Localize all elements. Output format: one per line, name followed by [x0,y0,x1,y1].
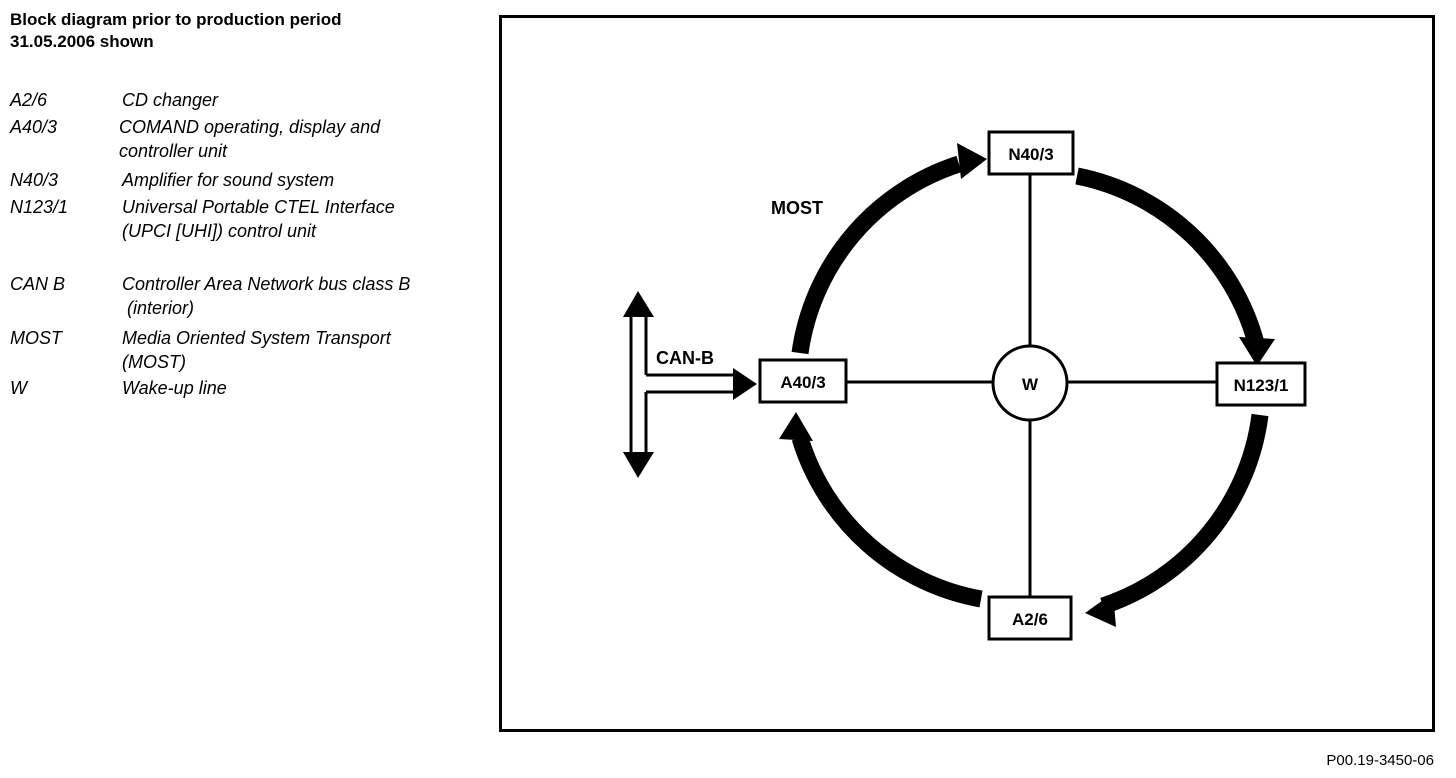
node-label-w: W [1022,375,1039,394]
legend-definition: CD changer [122,88,502,112]
legend-definition: Amplifier for sound system [122,168,502,192]
can-b-bus [623,291,757,478]
legend-definition: Controller Area Network bus class B (int… [122,272,502,320]
diagram-title: Block diagram prior to production period… [10,9,342,53]
legend-term: N123/1 [10,197,69,217]
wake-up-node-circle [991,344,1069,422]
title-line-1: Block diagram prior to production period [10,10,342,29]
legend-definition: Universal Portable CTEL Interface (UPCI … [122,195,502,243]
node-label-a2-6: A2/6 [1012,610,1048,629]
legend-def-line: COMAND operating, display and [119,117,381,137]
legend-def-line: (MOST) [122,352,186,372]
can-bus-arrow-down [623,452,654,478]
most-arc-bottom-left [791,435,983,608]
legend-def-line: (interior) [122,298,195,318]
can-b-label: CAN-B [656,348,714,368]
legend-def-line: Amplifier for sound system [122,170,335,190]
most-arrowheads [779,143,1275,627]
legend-term: A40/3 [10,117,58,137]
arrowhead-to-n40-3 [957,143,987,179]
node-w: W [991,344,1069,422]
diagram-frame [499,15,1435,732]
node-a40-3: A40/3 [758,358,848,404]
node-label-a40-3: A40/3 [780,373,825,392]
most-ring [791,155,1269,615]
legend-term: CAN B [10,274,66,294]
legend-term: N40/3 [10,170,59,190]
legend-definition: Wake-up line [122,376,502,400]
node-box [987,595,1073,641]
node-n40-3: N40/3 [987,130,1075,176]
node-n123-1: N123/1 [1215,361,1307,407]
legend-def-line: Universal Portable CTEL Interface [122,197,395,217]
node-box [987,130,1075,176]
legend-term: W [10,378,27,398]
node-label-n40-3: N40/3 [1008,145,1053,164]
legend-term: A2/6 [10,90,48,110]
legend-def-line: (UPCI [UHI]) control unit [122,221,317,241]
legend-def-line: Media Oriented System Transport [122,328,391,348]
can-bus-arrow-up [623,291,654,317]
legend-term: MOST [10,328,62,348]
legend-definition: COMAND operating, display and controller… [119,115,499,163]
figure-reference: P00.19-3450-06 [1326,752,1434,769]
node-a2-6: A2/6 [987,595,1073,641]
legend-definition: Media Oriented System Transport (MOST) [122,326,502,374]
most-arc-left-top [791,155,962,355]
most-arc-top-right [1075,167,1265,346]
block-diagram: N40/3 A40/3 N123/1 A2/6 W MOST CAN-B [623,130,1307,641]
legend-def-line: Controller Area Network bus class B [122,274,411,294]
legend-def-line: CD changer [122,90,219,110]
can-branch-arrowhead [733,368,757,400]
node-box [758,358,848,404]
arrowhead-to-n123-1 [1239,337,1275,366]
most-arc-right-bottom [1100,413,1269,615]
legend-def-line: Wake-up line [122,378,227,398]
node-box [1215,361,1307,407]
arrowhead-to-a2-6 [1085,593,1116,627]
legend-def-line: controller unit [119,141,228,161]
title-line-2: 31.05.2006 shown [10,32,154,51]
arrowhead-to-a40-3 [779,412,813,441]
node-label-n123-1: N123/1 [1234,376,1289,395]
most-label: MOST [771,198,823,218]
